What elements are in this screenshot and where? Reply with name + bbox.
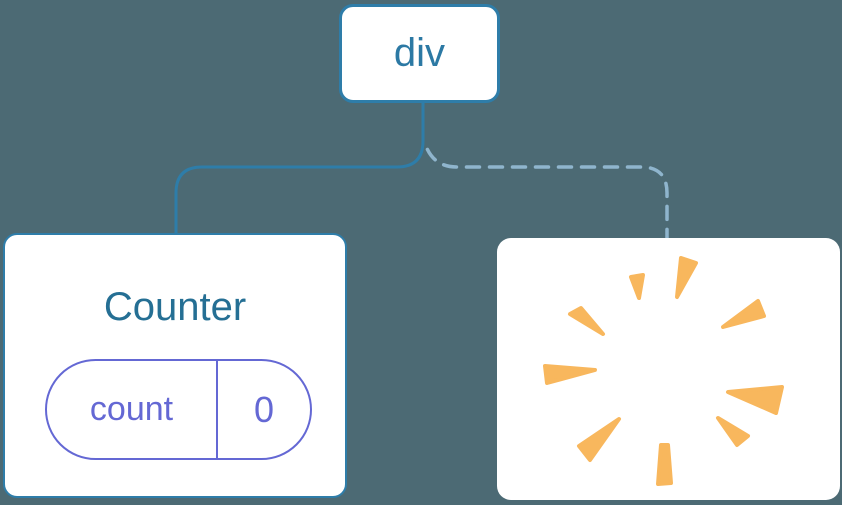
counter-node: Counter count 0 — [3, 233, 347, 498]
state-key-label: count — [47, 361, 218, 458]
root-node-label: div — [393, 31, 446, 75]
counter-title: Counter — [103, 285, 247, 329]
state-pill: count 0 — [45, 359, 312, 460]
poof-node — [497, 238, 840, 500]
state-value-label: 0 — [253, 388, 275, 430]
poof-burst-icon — [543, 256, 784, 486]
dashed-link — [422, 138, 669, 241]
solid-link — [174, 100, 425, 236]
root-node-div: div — [339, 4, 500, 103]
